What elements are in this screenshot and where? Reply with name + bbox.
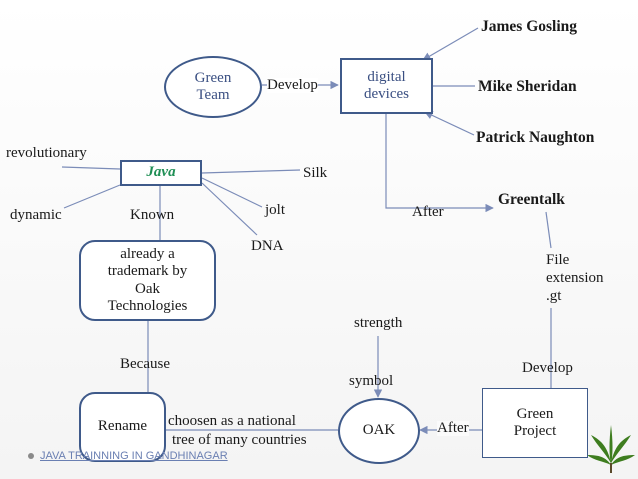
revolutionary-label: revolutionary — [6, 145, 87, 161]
develop-label-right: Develop — [522, 360, 573, 376]
silk-label: Silk — [303, 165, 328, 181]
java-node: Java — [120, 160, 202, 186]
jolt-label: jolt — [265, 202, 286, 218]
edge-dynamic — [63, 184, 121, 209]
dna-label: DNA — [251, 238, 284, 254]
cannabis-leaf-icon — [587, 425, 635, 473]
green-project-node: Green Project — [482, 388, 588, 458]
oak-trademark-node: already a trademark by Oak Technologies — [79, 240, 216, 321]
edge-extension — [545, 211, 552, 249]
after-label-bottom: After — [437, 420, 469, 436]
oak-node: OAK — [338, 398, 420, 464]
mike-sheridan-label: Mike Sheridan — [478, 78, 577, 95]
edge-dna — [201, 182, 258, 236]
edge-patrick — [424, 111, 475, 136]
file-extension-label: File extension .gt — [546, 252, 604, 304]
footer-link[interactable]: JAVA TRAINNING IN GANDHINAGAR — [28, 450, 228, 462]
develop-label-top: Develop — [267, 77, 318, 93]
after-label-top: After — [412, 204, 444, 220]
james-gosling-label: James Gosling — [481, 18, 578, 35]
symbol-label: symbol — [349, 373, 394, 389]
rename-node: Rename — [79, 392, 166, 462]
edge-revolutionary — [61, 166, 121, 170]
edge-jolt — [201, 177, 263, 208]
choosen-label-line2: tree of many countries — [172, 432, 307, 448]
known-label: Known — [130, 207, 175, 223]
green-team-node: Green Team — [164, 56, 262, 118]
choosen-label-line1: choosen as a national — [168, 413, 296, 429]
dynamic-label: dynamic — [10, 207, 62, 223]
edge-silk — [201, 169, 301, 174]
patrick-naughton-label: Patrick Naughton — [476, 129, 595, 146]
digital-devices-node: digital devices — [340, 58, 433, 114]
bullet-icon — [28, 453, 34, 459]
strength-label: strength — [354, 315, 403, 331]
because-label: Because — [120, 356, 170, 372]
greentalk-label: Greentalk — [498, 191, 565, 208]
footer-link-text: JAVA TRAINNING IN GANDHINAGAR — [40, 450, 228, 462]
edge-james — [422, 27, 479, 61]
edge-after-greentalk — [385, 112, 494, 213]
